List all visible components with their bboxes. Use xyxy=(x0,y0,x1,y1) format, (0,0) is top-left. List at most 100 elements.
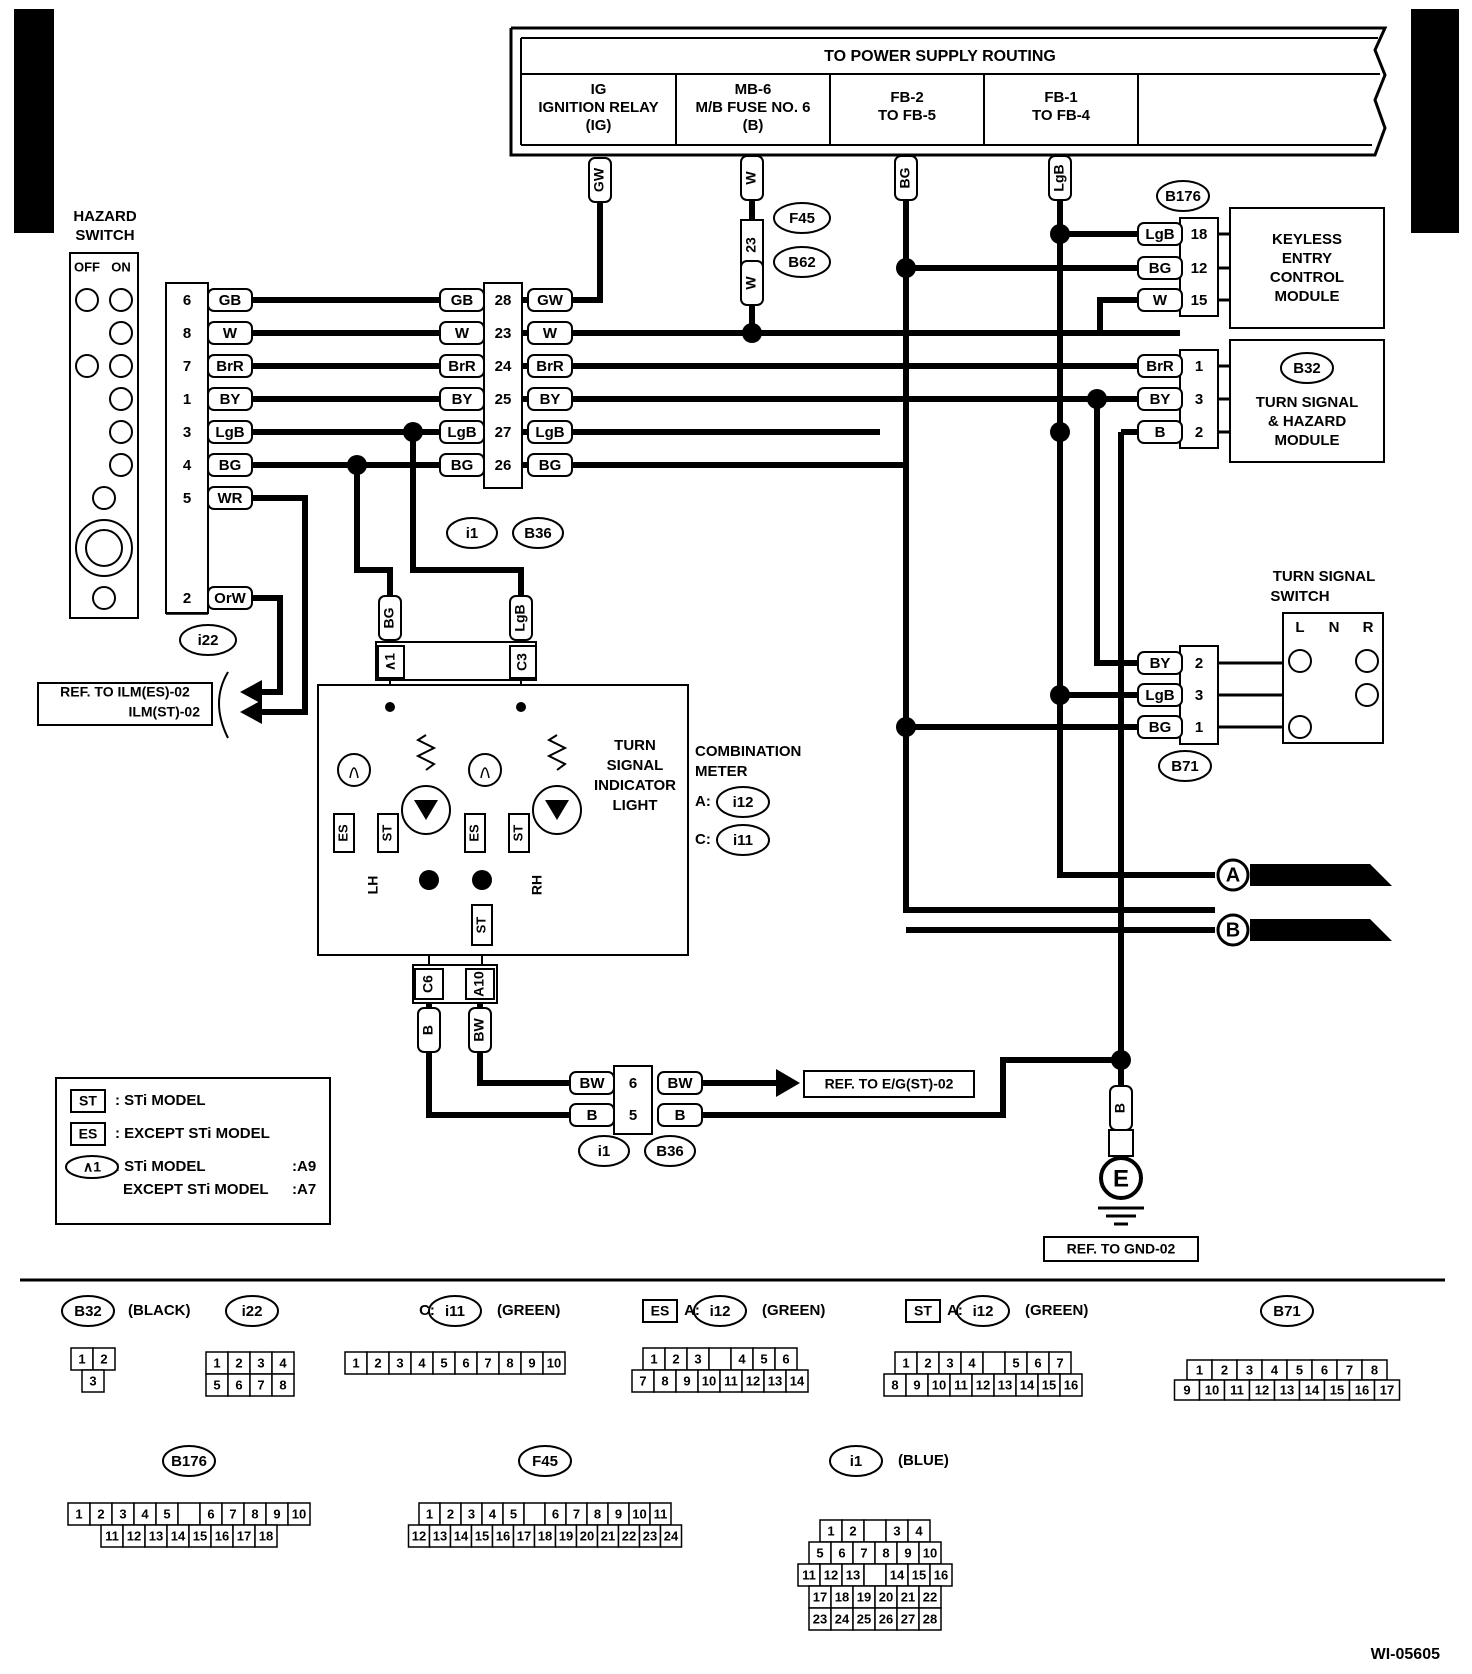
connector-view-pin: 2 xyxy=(235,1355,242,1370)
connector-view-pin: 2 xyxy=(100,1351,107,1366)
connector-view-label-text: F45 xyxy=(532,1453,558,1470)
connector-view-pin: 3 xyxy=(893,1523,900,1538)
connector-view-tag-text: ST xyxy=(914,1303,932,1319)
turnmod-wire-tag xyxy=(1137,420,1183,444)
comb-conn-key-c: C: xyxy=(695,831,711,848)
meter-pin-a10: A10 xyxy=(471,971,487,997)
hazard-switch-title-2: SWITCH xyxy=(75,227,134,244)
wire-b-meter xyxy=(426,1003,590,1118)
connector-view-pin: 11 xyxy=(802,1567,816,1582)
legend-tag-text: ST xyxy=(79,1093,97,1109)
indicator-lamp-icon xyxy=(337,753,371,787)
i1-right-wire-tag xyxy=(527,321,573,345)
connector-view-cell xyxy=(708,1347,732,1371)
connector-view-cell xyxy=(918,1607,942,1631)
connector-view-cell xyxy=(287,1502,311,1526)
legend-text: : EXCEPT STi MODEL xyxy=(115,1125,270,1142)
i1-left-wire-tag-text: BrR xyxy=(448,358,476,375)
indicator-lamp-icon xyxy=(468,753,502,787)
connector-view-pin: 15 xyxy=(193,1528,207,1543)
connector-view-pin: 4 xyxy=(279,1355,287,1370)
ref-gnd-text: REF. TO GND-02 xyxy=(1067,1241,1176,1257)
connector-label-i1 xyxy=(446,517,498,549)
connector-view-pin: 1 xyxy=(902,1355,909,1370)
hazard-switch-title-1: HAZARD xyxy=(73,208,136,225)
i22-pin: 6 xyxy=(183,292,191,309)
connector-view-cell xyxy=(81,1369,105,1393)
page-code-right: TURN-01 xyxy=(1417,57,1450,184)
figure-id: WI-05605 xyxy=(1371,1646,1440,1663)
i1-left-wire-tag-text: BY xyxy=(452,391,473,408)
fuse-label-f45 xyxy=(773,202,831,234)
meter-wire-tag-lgb-text: LgB xyxy=(512,604,528,631)
lower-left-wire-tag xyxy=(569,1103,615,1127)
junction-turnmod-lgb xyxy=(1050,422,1070,442)
connector-view-pin: 22 xyxy=(923,1589,937,1604)
turnmod-pin: 3 xyxy=(1195,391,1203,408)
connector-view-pin: 8 xyxy=(882,1545,889,1560)
legend-value: :A9 xyxy=(292,1158,316,1175)
tss-connector-block xyxy=(1179,645,1219,745)
connector-view-pin: 9 xyxy=(528,1355,535,1370)
meter-pin-box-a10 xyxy=(465,968,495,1000)
i1-pin: 23 xyxy=(495,325,512,342)
i1-left-wire-tag xyxy=(439,321,485,345)
connector-view-label-text: i11 xyxy=(445,1303,465,1320)
model-tag-es-box xyxy=(333,813,355,853)
ref-ilm-box xyxy=(37,682,213,726)
i1-right-wire-tag xyxy=(527,354,573,378)
i1-pin: 24 xyxy=(495,358,512,375)
meter-mid-tag: ST xyxy=(473,917,488,934)
comb-label-1: COMBINATION xyxy=(695,743,801,760)
connector-label-i22-text: i22 xyxy=(198,632,219,649)
i22-wire-tag xyxy=(207,486,253,510)
connector-i1-block xyxy=(483,282,523,489)
connector-view-pin: 5 xyxy=(440,1355,447,1370)
keyless-pin: 12 xyxy=(1191,260,1208,277)
junction-lgb-meter xyxy=(403,422,423,442)
connector-view-pin: 5 xyxy=(213,1377,220,1392)
output-arrow xyxy=(1250,864,1392,886)
keyless-wire-tag-text: LgB xyxy=(1145,226,1174,243)
connector-label-b36-lower-text: B36 xyxy=(656,1143,684,1160)
tss-pin: 3 xyxy=(1195,687,1203,704)
connector-view-pin: 1 xyxy=(352,1355,359,1370)
fuse-label-f45-text: F45 xyxy=(789,210,815,227)
connector-view-pin: 3 xyxy=(257,1355,264,1370)
connector-view-pin: 13 xyxy=(149,1528,163,1543)
connector-view-pin: 1 xyxy=(426,1506,433,1521)
connector-view-pin: 9 xyxy=(273,1506,280,1521)
connector-view-pin: 1 xyxy=(78,1351,85,1366)
light-label-2: SIGNAL xyxy=(607,757,664,774)
i1-left-wire-tag xyxy=(439,420,485,444)
meter-tag-st: ST xyxy=(379,825,394,842)
junction-keyless-lgb xyxy=(1050,224,1070,244)
keyless-title: KEYLESS xyxy=(1272,231,1342,248)
keyless-wire-tag xyxy=(1137,288,1183,312)
wire-orw xyxy=(252,595,283,695)
connector-view-pin: 12 xyxy=(976,1377,990,1392)
connector-view-pin: 18 xyxy=(259,1528,273,1543)
connector-view-pin: 14 xyxy=(1020,1377,1035,1392)
connector-view-pin: 12 xyxy=(746,1373,760,1388)
connector-view-pin: 24 xyxy=(835,1611,850,1626)
power-supply-cell-text: TO FB-4 xyxy=(1032,107,1091,124)
legend-value-2: :A7 xyxy=(292,1181,316,1198)
connector-view-cell xyxy=(785,1369,809,1393)
i22-wire-tag-text: LgB xyxy=(215,424,244,441)
light-label-1: TURN xyxy=(614,737,656,754)
i1-left-wire-tag-text: GB xyxy=(451,292,474,309)
connector-view-cell xyxy=(523,1502,546,1526)
turnmod-wire-tag xyxy=(1137,354,1183,378)
fuse-label-b62-text: B62 xyxy=(788,254,816,271)
connector-view-pin: 8 xyxy=(279,1377,286,1392)
power-supply-cell-text: FB-1 xyxy=(1044,89,1077,106)
wire-tag-w-upper xyxy=(740,155,764,201)
connector-view-pin: 2 xyxy=(374,1355,381,1370)
junction-tss-bg xyxy=(896,717,916,737)
connector-view-label xyxy=(61,1295,115,1327)
connector-view-prefix: A: xyxy=(684,1302,700,1319)
connector-view-pin: 10 xyxy=(702,1373,716,1388)
wire-tag-gw-text: GW xyxy=(591,167,607,192)
meter-lh-label: LH xyxy=(365,876,381,895)
